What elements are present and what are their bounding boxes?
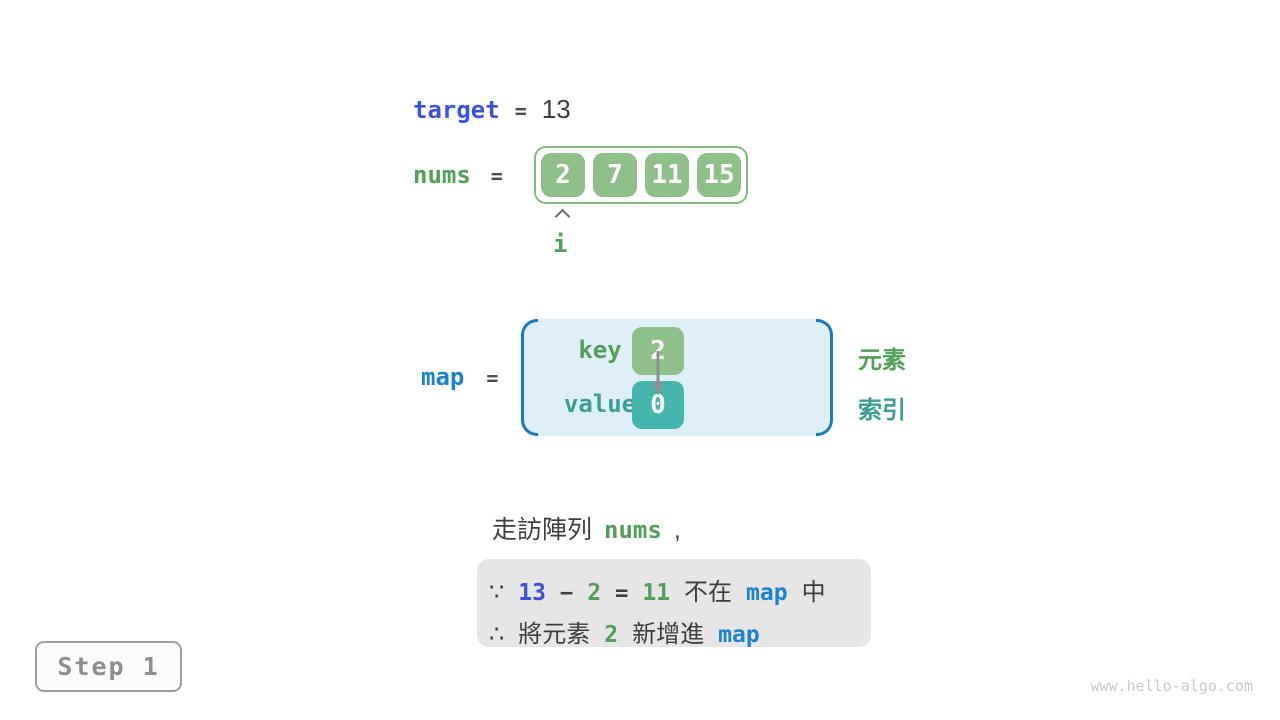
array-cell: 11	[645, 153, 689, 197]
map-equals-sign: =	[486, 366, 499, 390]
minus-sign: −	[559, 581, 574, 606]
target-keyword: target	[413, 96, 500, 124]
map-container: key value 2 0	[521, 319, 833, 436]
watermark: www.hello-algo.com	[1090, 677, 1253, 695]
note-map-code: map	[718, 622, 760, 648]
equals-sign: =	[615, 581, 629, 606]
map-keyword: map	[421, 363, 465, 391]
map-bracket-right	[816, 319, 833, 436]
note-added-element-number: 2	[604, 622, 619, 648]
caption-comma: ,	[673, 516, 681, 544]
caption: 走訪陣列 nums ,	[492, 510, 681, 546]
legend-element-label: 元素	[858, 347, 906, 374]
note-middle-text: 新增進	[632, 621, 705, 648]
array-cell: 7	[593, 153, 637, 197]
target-value: 13	[541, 94, 571, 124]
nums-equals-sign: =	[490, 164, 503, 188]
index-pointer-label: i	[553, 230, 568, 258]
target-equals-sign: =	[514, 99, 527, 123]
legend-index-label: 索引	[858, 397, 906, 424]
because-symbol: ∵	[489, 579, 505, 606]
nums-keyword: nums	[413, 161, 471, 189]
caption-nums-code: nums	[604, 516, 662, 544]
note-not-in-text: 不在	[684, 579, 733, 606]
note-box: ∵ 13 − 2 = 11 不在 map 中 ∴ 將元素 2 新增進 map	[477, 559, 871, 649]
note-prefix-text: 將元素	[518, 621, 591, 648]
map-key-label: key	[578, 336, 622, 364]
map-value-label: value	[563, 390, 637, 418]
caption-text: 走訪陣列	[492, 516, 593, 544]
note-line-2: ∴ 將元素 2 新增進 map	[489, 614, 861, 649]
index-pointer-arrow-icon	[554, 208, 571, 225]
note-map-code: map	[746, 580, 788, 606]
note-target-number: 13	[518, 580, 546, 606]
nums-array: 2 7 11 15	[534, 146, 748, 204]
key-to-value-arrow-icon	[652, 351, 664, 396]
array-cell: 2	[541, 153, 585, 197]
note-in-suffix-text: 中	[801, 579, 826, 606]
therefore-symbol: ∴	[489, 621, 505, 648]
array-cell: 15	[697, 153, 741, 197]
target-row: target = 13	[413, 94, 571, 125]
map-bracket-left	[521, 319, 538, 436]
nums-label-row: nums =	[413, 161, 503, 189]
map-label-row: map =	[421, 363, 498, 391]
note-difference-number: 11	[642, 580, 671, 606]
note-line-1: ∵ 13 − 2 = 11 不在 map 中	[489, 572, 861, 607]
note-element-number: 2	[587, 580, 602, 606]
step-badge: Step 1	[35, 641, 182, 692]
